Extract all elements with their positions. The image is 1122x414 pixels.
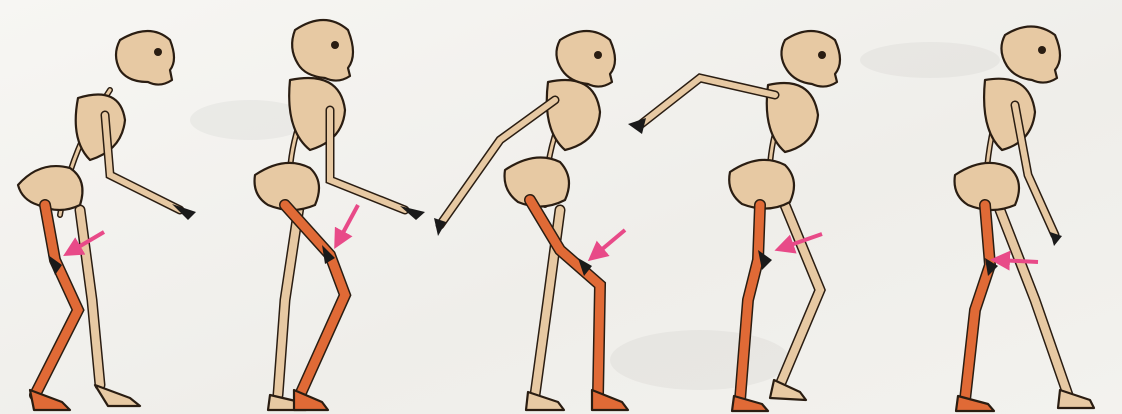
arrow-5 — [998, 260, 1038, 262]
